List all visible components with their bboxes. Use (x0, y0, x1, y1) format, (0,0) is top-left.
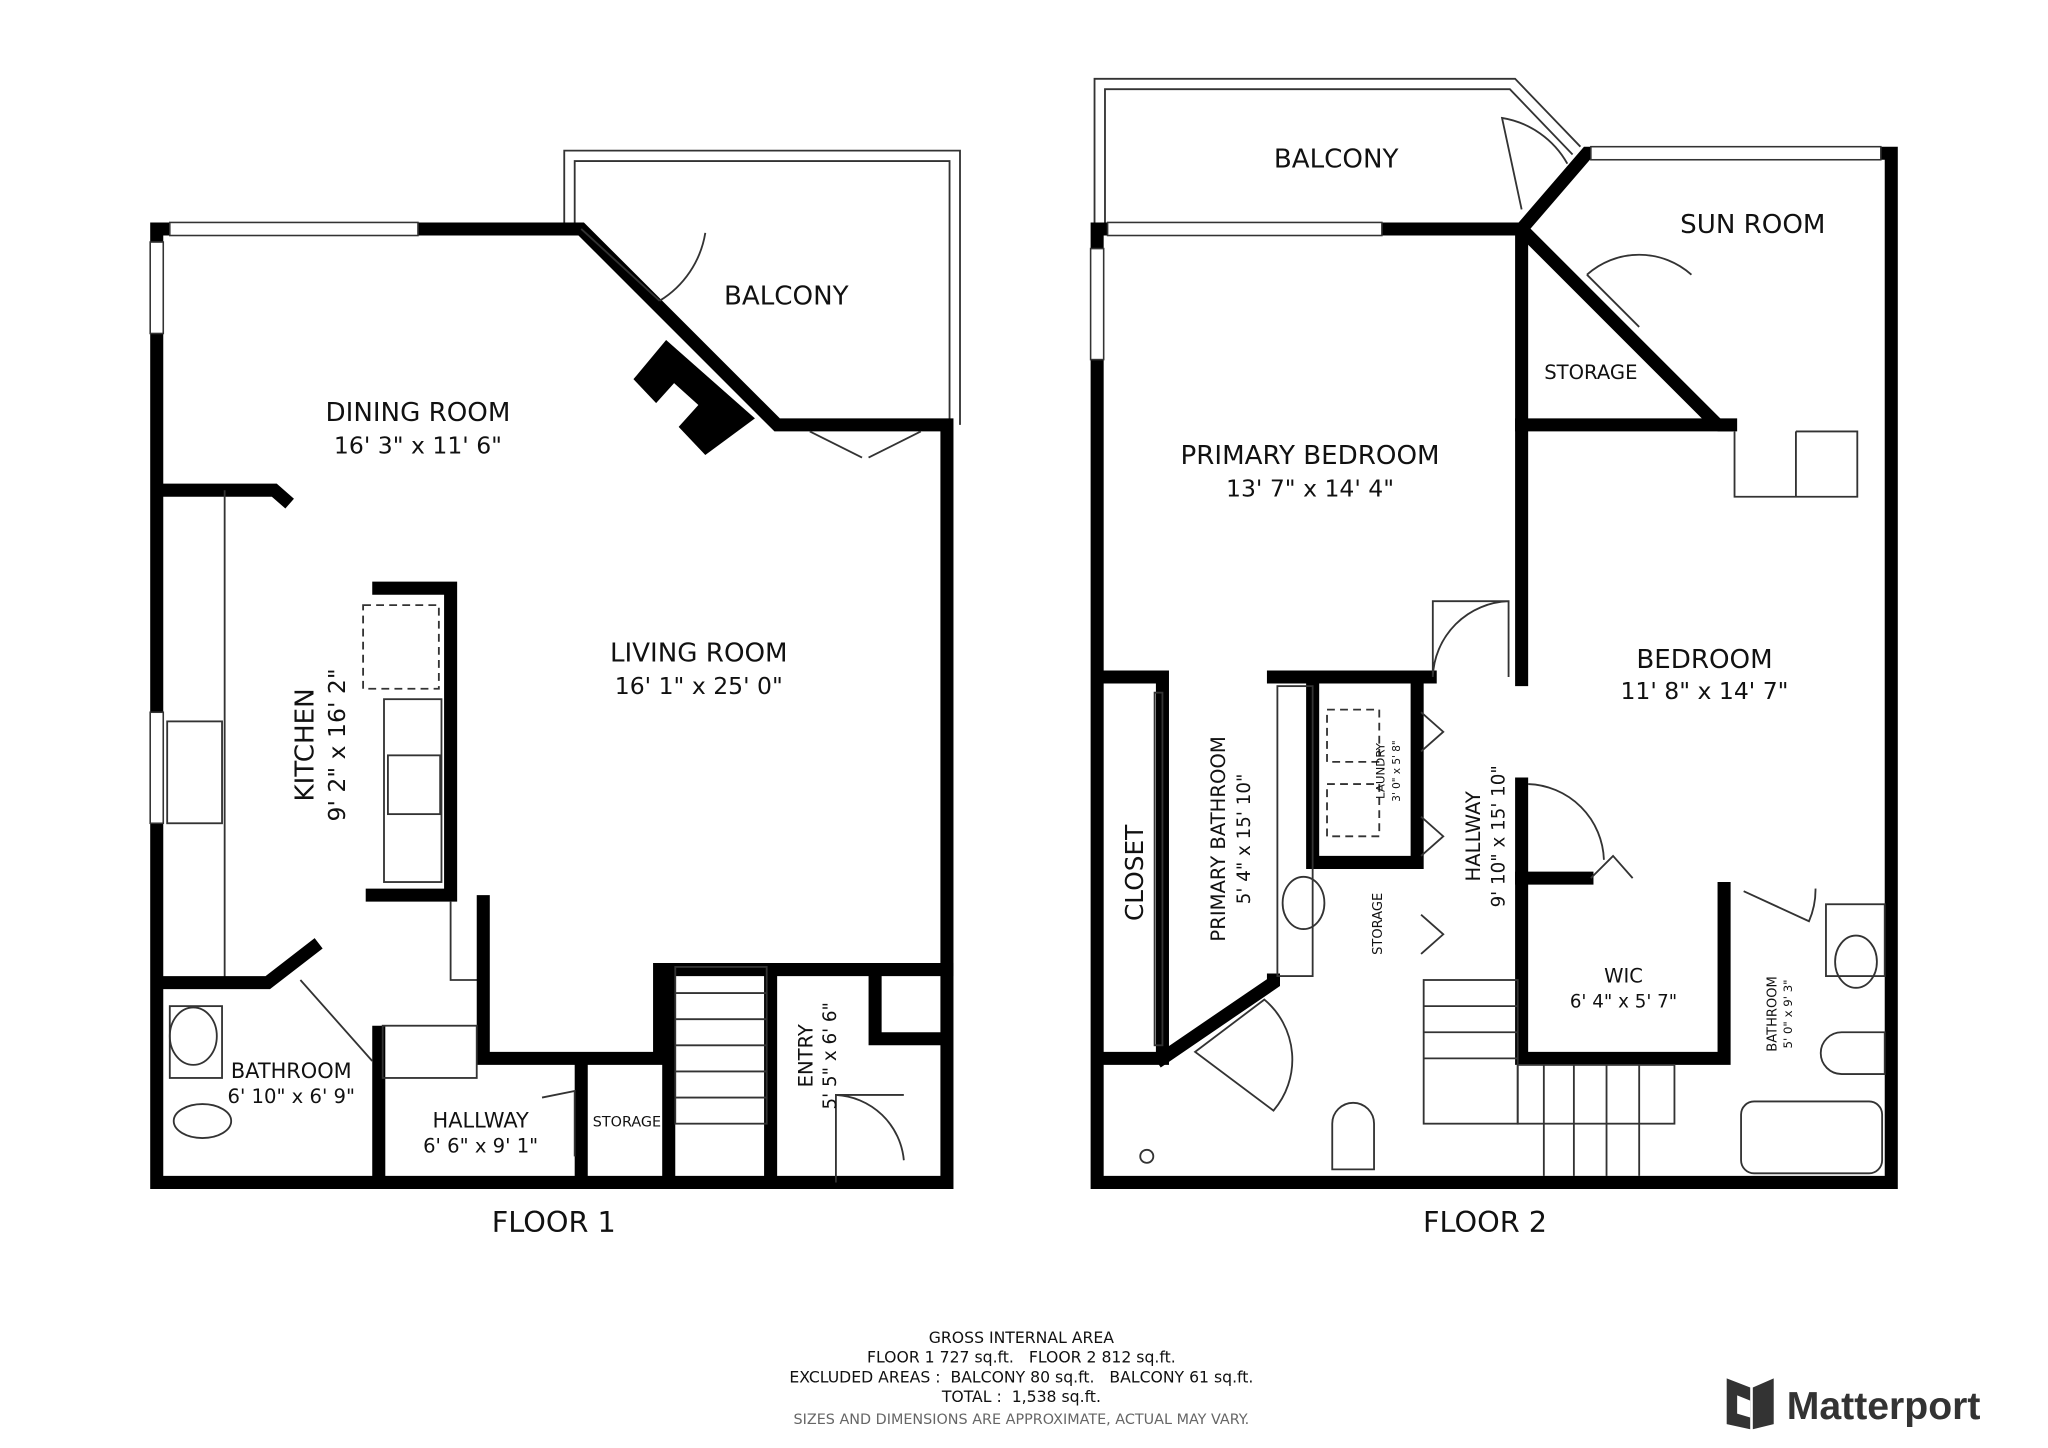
window (149, 241, 165, 335)
floor-title: FLOOR 2 (1423, 1205, 1547, 1239)
room-dims: 13' 7" x 14' 4" (1226, 475, 1394, 503)
room-label: KITCHEN (290, 688, 320, 801)
room-dims: 5' 0" x 9' 3" (1781, 979, 1795, 1048)
tub (168, 1006, 218, 1066)
room-dims: 5' 4" x 15' 10" (1234, 774, 1255, 905)
room-dims: 5' 5" x 6' 6" (820, 1002, 841, 1109)
area-floors: FLOOR 1 727 sq.ft. FLOOR 2 812 sq.ft. (867, 1348, 1176, 1367)
closet-doors[interactable] (1153, 691, 1164, 1047)
room-label: ENTRY (794, 1024, 817, 1087)
toilet (172, 1103, 233, 1139)
window (1590, 145, 1882, 161)
sink (1834, 934, 1878, 989)
room-dims: 9' 10" x 15' 10" (1489, 765, 1510, 907)
door[interactable] (1586, 253, 1693, 328)
floor-2-plan: BALCONY SUN ROOM STORAGE PRIMARY BEDROOM… (1089, 77, 1898, 1239)
area-excluded: EXCLUDED AREAS : BALCONY 80 sq.ft. BALCO… (789, 1367, 1253, 1386)
floor-title: FLOOR 1 (492, 1205, 616, 1239)
room-dims: 9' 2" x 16' 2" (323, 668, 351, 821)
room-label: DINING ROOM (326, 398, 511, 428)
area-total: TOTAL : 1,538 sq.ft. (941, 1387, 1101, 1406)
room-label: BATHROOM (1765, 976, 1780, 1052)
matterport-logo: Matterport (1726, 1378, 1981, 1430)
stove (387, 754, 442, 816)
sink (1281, 875, 1326, 930)
room-dims: 6' 6" x 9' 1" (423, 1134, 538, 1157)
room-label: HALLWAY (1462, 791, 1485, 881)
room-label: PRIMARY BATHROOM (1207, 736, 1230, 941)
room-label: PRIMARY BEDROOM (1181, 441, 1440, 471)
area-heading: GROSS INTERNAL AREA (929, 1328, 1114, 1347)
window (169, 221, 419, 237)
room-label: LIVING ROOM (610, 638, 788, 668)
window (1089, 247, 1105, 361)
window (1106, 221, 1383, 237)
room-label: STORAGE (1371, 893, 1386, 955)
door[interactable] (809, 430, 922, 459)
window (149, 711, 165, 825)
room-dims: 11' 8" x 14' 7" (1620, 677, 1788, 705)
stairs (1422, 979, 1676, 1176)
dryer (1326, 783, 1381, 838)
sink (166, 720, 223, 825)
room-dims: 6' 4" x 5' 7" (1570, 991, 1677, 1012)
balcony-outline (563, 149, 961, 425)
room-dims: 3' 0" x 5' 8" (1391, 740, 1403, 801)
room-label: HALLWAY (433, 1109, 529, 1133)
door[interactable] (299, 979, 905, 1183)
room-label: BALCONY (724, 282, 849, 312)
room-label: BATHROOM (231, 1059, 352, 1083)
toilet (1331, 1101, 1375, 1171)
room-dims: 16' 3" x 11' 6" (334, 432, 502, 460)
disclaimer: SIZES AND DIMENSIONS ARE APPROXIMATE, AC… (794, 1412, 1250, 1428)
door[interactable] (1193, 998, 1294, 1112)
door[interactable] (1528, 783, 1634, 879)
room-label: BEDROOM (1636, 645, 1772, 675)
bathtub (1740, 1100, 1884, 1175)
room-label: STORAGE (1544, 361, 1637, 384)
closet-doors[interactable] (1420, 711, 1445, 955)
room-label: SUN ROOM (1680, 210, 1825, 240)
door[interactable] (1743, 888, 1817, 923)
room-label: STORAGE (593, 1114, 661, 1130)
area-summary: GROSS INTERNAL AREA FLOOR 1 727 sq.ft. F… (789, 1328, 1253, 1428)
balcony-outline (1093, 77, 1582, 223)
brand-name: Matterport (1787, 1385, 1981, 1428)
fireplace (633, 340, 755, 455)
door[interactable] (1431, 600, 1510, 678)
door[interactable] (1733, 430, 1859, 498)
room-label: BALCONY (1274, 145, 1399, 175)
washer (1326, 708, 1381, 763)
floor-1-plan: DINING ROOM 16' 3" x 11' 6" BALCONY LIVI… (149, 149, 961, 1239)
toilet (1819, 1031, 1886, 1075)
room-label: LAUNDRY (1373, 742, 1387, 799)
room-dims: 6' 10" x 6' 9" (227, 1085, 355, 1108)
room-dims: 16' 1" x 25' 0" (615, 672, 783, 700)
door[interactable] (580, 228, 707, 302)
room-label: WIC (1604, 965, 1643, 988)
stairs (674, 966, 768, 1125)
door[interactable] (1500, 116, 1569, 210)
room-label: CLOSET (1120, 824, 1149, 921)
